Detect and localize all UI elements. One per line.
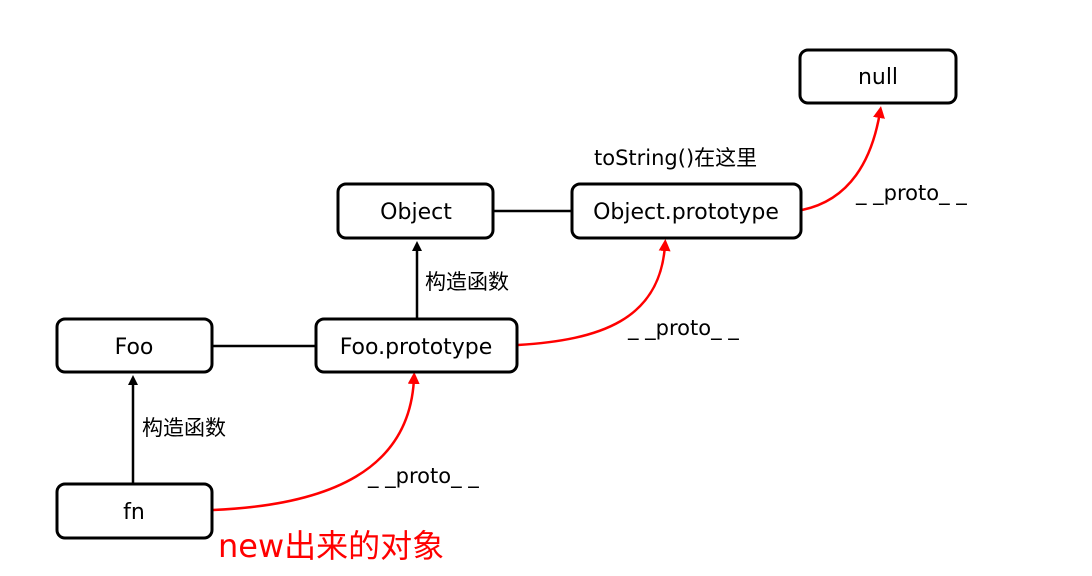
tostring-note: toString()在这里 [594, 146, 757, 170]
proto-label-top: _ _proto_ _ [855, 181, 967, 206]
object-prototype-proto-curve [801, 106, 885, 212]
node-object: Object [336, 182, 495, 240]
node-foo-label: Foo [115, 335, 154, 360]
node-null: null [798, 48, 958, 105]
node-foo: Foo [55, 317, 214, 374]
fn-proto-curve [212, 372, 420, 512]
node-fn: fn [55, 482, 214, 540]
node-object-prototype-label: Object.prototype [593, 200, 779, 225]
foo-prototype-proto-curve [517, 239, 671, 347]
node-object-prototype: Object.prototype [570, 182, 803, 240]
proto-label-middle: _ _proto_ _ [627, 316, 739, 341]
node-foo-prototype-label: Foo.prototype [340, 335, 493, 360]
proto-label-bottom: _ _proto_ _ [367, 464, 479, 489]
new-object-caption: new出来的对象 [218, 527, 444, 565]
node-fn-label: fn [123, 500, 145, 525]
constructor-label-lower: 构造函数 [142, 416, 226, 440]
node-null-label: null [858, 65, 898, 90]
node-object-label: Object [380, 200, 452, 225]
node-foo-prototype: Foo.prototype [314, 317, 519, 374]
constructor-label-upper: 构造函数 [425, 270, 509, 294]
